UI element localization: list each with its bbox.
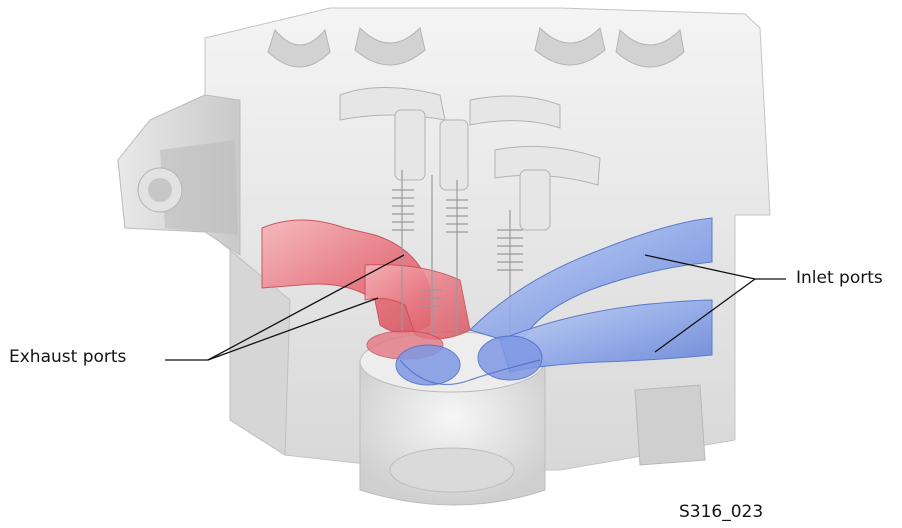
- figure-reference-code: S316_023: [679, 502, 763, 522]
- exhaust-ports-label: Exhaust ports: [9, 347, 126, 367]
- inlet-ports-label: Inlet ports: [796, 268, 883, 288]
